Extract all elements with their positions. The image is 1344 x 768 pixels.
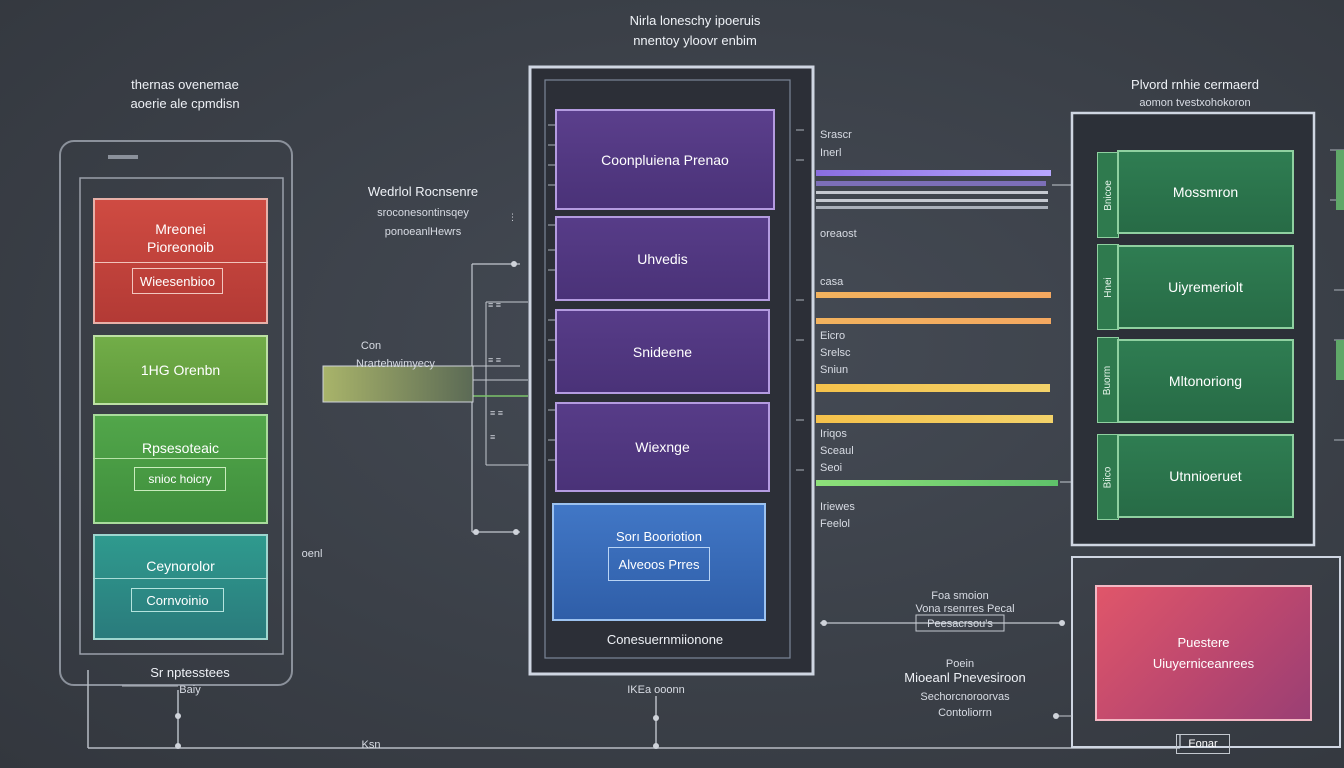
cr-label-1: Srascr: [820, 129, 852, 141]
right-bottom-box[interactable]: Puestere Uiuyerniceanrees: [1095, 585, 1312, 721]
cr-label-4: casa: [820, 276, 844, 288]
left-bottom-label-1: Sr nptesstees: [150, 665, 230, 680]
line-purple-1: [816, 170, 1051, 176]
right-title-1: Plvord rnhie cermaerd: [1131, 77, 1259, 92]
center-bottom-label: IKEa ooonn: [627, 684, 685, 696]
right-bottom-footer: Eonar: [1176, 734, 1230, 754]
right-side-tab-2: Hnei: [1097, 244, 1119, 330]
left-block-teal-title: Ceynorolor: [146, 558, 215, 574]
right-block-1-label: Mossmron: [1172, 184, 1239, 200]
mid-left-title-3: ponoeanlHewrs: [384, 226, 462, 238]
right-bottom-box-title: Puestere: [1177, 635, 1230, 650]
right-side-tab-3: Buorm: [1097, 337, 1119, 423]
top-title-2: nnentoy yloovr enbim: [633, 33, 757, 48]
right-side-tab-4: Biico: [1097, 434, 1119, 520]
cr-label-5: Eicro: [820, 330, 846, 342]
cr-label-8: Iriqos: [820, 428, 847, 440]
left-block-red-title-1: Mreonei: [155, 221, 206, 237]
center-block-5-inner: Alveoos Prres: [608, 547, 710, 581]
cr-label-6: Srelsc: [820, 347, 851, 359]
phone-speaker: [108, 155, 138, 159]
left-block-green2-inner: snioc hoicry: [134, 467, 226, 491]
right-block-1[interactable]: Mossmron: [1117, 150, 1294, 234]
center-block-3-label: Snideene: [632, 343, 693, 360]
center-block-2-label: Uhvedis: [637, 250, 688, 267]
right-block-2-label: Uiyremeriolt: [1168, 279, 1243, 295]
line-orange-2: [816, 318, 1051, 324]
bottom-label: Ksn: [361, 739, 381, 751]
rb-label-2: Vona rsenrres Pecal: [915, 603, 1015, 615]
cr-label-7: Sniun: [820, 364, 849, 376]
line-green-1: [816, 480, 1058, 486]
center-block-5-title: Sorı Booriotion: [616, 529, 702, 544]
phone-screen: [79, 177, 284, 655]
left-side-label: oenl: [301, 548, 323, 560]
cr-label-11: Iriewes: [820, 501, 855, 513]
left-bottom-label-2: Baiy: [179, 684, 201, 696]
input-label-2[interactable]: Nrartehwimyecy: [356, 358, 435, 370]
rb-label-4: Poein: [945, 658, 975, 670]
cr-label-2: Inerl: [820, 147, 842, 159]
center-block-4-label: Wiexnge: [635, 439, 690, 455]
mid-left-title-1: Wedrlol Rocnsenre: [367, 184, 479, 199]
center-block-2[interactable]: Uhvedis: [555, 216, 770, 301]
rb-label-3: Peesacrsou's: [927, 618, 993, 630]
center-block-1-label: Coonpluiena Prenao: [601, 151, 729, 168]
left-block-green[interactable]: 1HG Orenbn: [93, 335, 268, 405]
rb-label-1: Foa smoion: [931, 590, 989, 602]
right-bottom-box-sub: Uiuyerniceanrees: [1152, 656, 1255, 671]
right-block-4[interactable]: Utnnioeruet: [1117, 434, 1294, 518]
line-yellow-1: [816, 384, 1050, 392]
line-purple-2: [816, 181, 1046, 186]
right-block-4-label: Utnnioeruet: [1169, 468, 1242, 484]
cr-label-3: oreaost: [820, 228, 857, 240]
center-footer: Conesuernmiionone: [606, 632, 724, 647]
left-title-2: aoerie ale cpmdisn: [130, 96, 240, 111]
rb-label-5: Mioeanl Pnevesiroon: [904, 670, 1026, 685]
center-block-1[interactable]: Coonpluiena Prenao: [555, 109, 775, 210]
center-block-4[interactable]: Wiexnge: [555, 402, 770, 492]
center-block-5[interactable]: Sorı Booriotion: [552, 503, 766, 621]
line-orange-1: [816, 292, 1051, 298]
left-block-green2[interactable]: Rpsesoteaic: [93, 414, 268, 524]
left-block-teal[interactable]: Ceynorolor: [93, 534, 268, 640]
left-block-red-title-2: Pioreonoib: [147, 239, 214, 255]
line-yellow-2: [816, 415, 1053, 423]
input-label-1: Con: [360, 340, 382, 352]
right-bottom-frame: [1071, 556, 1341, 748]
left-title-1: thernas ovenemae: [131, 77, 239, 92]
cr-label-10: Seoi: [820, 462, 843, 474]
left-block-green-title: 1HG Orenbn: [140, 362, 221, 378]
right-side-tab-1: Bnicoe: [1097, 152, 1119, 238]
left-block-red[interactable]: Mreonei Pioreonoib: [93, 198, 268, 324]
phone-frame: [59, 140, 293, 686]
right-title-2: aomon tvestxohokoron: [1139, 97, 1251, 109]
top-title-1: Nirla loneschy ipoeruis: [629, 13, 761, 28]
input-box-shape: [322, 365, 474, 403]
right-block-3[interactable]: Mltonoriong: [1117, 339, 1294, 423]
rb-label-6: Sechorcnoroorvas: [920, 691, 1010, 703]
right-block-3-label: Mltonoriong: [1168, 373, 1243, 389]
center-block-3[interactable]: Snideene: [555, 309, 770, 394]
left-block-green2-title: Rpsesoteaic: [141, 440, 220, 456]
left-block-red-inner: Wieesenbioo: [132, 268, 223, 294]
left-block-teal-inner: Cornvoinio: [131, 588, 224, 612]
cr-label-9: Sceaul: [820, 445, 854, 457]
mid-left-title-2: sroconesontinsqey: [377, 207, 469, 219]
right-block-2[interactable]: Uiyremeriolt: [1117, 245, 1294, 329]
rb-label-7: Contoliorrn: [938, 707, 992, 719]
cr-label-12: Feelol: [820, 518, 850, 530]
